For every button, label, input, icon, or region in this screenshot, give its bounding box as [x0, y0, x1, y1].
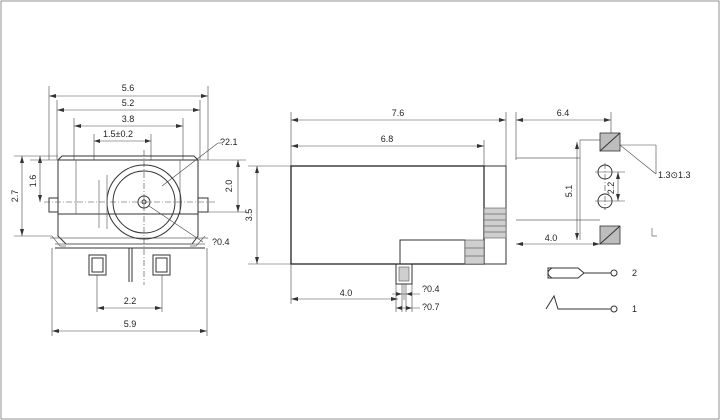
- dim-label-pin-dia: ?2.1: [220, 137, 238, 147]
- dim-label-1-6: 1.6: [28, 175, 38, 188]
- pin2-label: 2: [632, 268, 637, 278]
- dim-label-1-5-tol: 1.5±0.2: [103, 129, 133, 139]
- pin1-terminal: [610, 305, 618, 313]
- pcb-layout-view: 6.4 1.3⊙1.3 5.1 2.2 4.0: [515, 108, 691, 246]
- dim-label-5-9: 5.9: [124, 319, 137, 329]
- dim-label-center-dia: ?0.4: [212, 237, 230, 247]
- plug-symbol: [547, 267, 585, 279]
- side-body: [290, 165, 485, 265]
- spring-contact-symbol: [545, 294, 611, 310]
- dim-label-5-1: 5.1: [564, 185, 574, 198]
- pin1-label: 1: [632, 304, 637, 314]
- dim-label-pad-spacing: 2.2: [124, 296, 137, 306]
- center-pin-circle: [137, 195, 151, 209]
- side-rear-tab: [464, 239, 485, 265]
- right-solder-pad: [152, 254, 171, 276]
- dim-label-6-4: 6.4: [557, 108, 570, 118]
- pcb-outline: [516, 139, 600, 159]
- left-solder-pad: [88, 254, 107, 276]
- left-flange: [48, 197, 59, 213]
- dim-label-5-6: 5.6: [122, 83, 135, 93]
- schematic-symbol: 2 1: [545, 267, 637, 314]
- pin2-terminal: [610, 269, 618, 277]
- dim-label-3-8: 3.8: [122, 114, 135, 124]
- dim-label-pad-dia: ?0.7: [422, 302, 440, 312]
- socket-inner-circle: [112, 170, 176, 234]
- dim-label-offset: 4.0: [545, 233, 558, 243]
- dim-label-pin-dia-side: ?0.4: [422, 284, 440, 294]
- dim-label-4-0: 4.0: [340, 288, 353, 298]
- dim-label-6-8: 6.8: [381, 134, 394, 144]
- dim-label-2-7: 2.7: [10, 190, 20, 203]
- dim-label-hole-size: 1.3⊙1.3: [658, 170, 691, 180]
- dim-label-5-2: 5.2: [122, 98, 135, 108]
- right-flange: [197, 197, 209, 213]
- front-view: 5.6 5.2 3.8 1.5±0.2: [10, 83, 246, 336]
- dim-label-hole-spacing: 2.2: [606, 182, 616, 195]
- dim-label-7-6: 7.6: [392, 108, 405, 118]
- dim-label-2-0: 2.0: [224, 180, 234, 193]
- side-view: 7.6 6.8 3.5 4.0: [244, 108, 507, 312]
- dim-label-3-5: 3.5: [244, 209, 254, 222]
